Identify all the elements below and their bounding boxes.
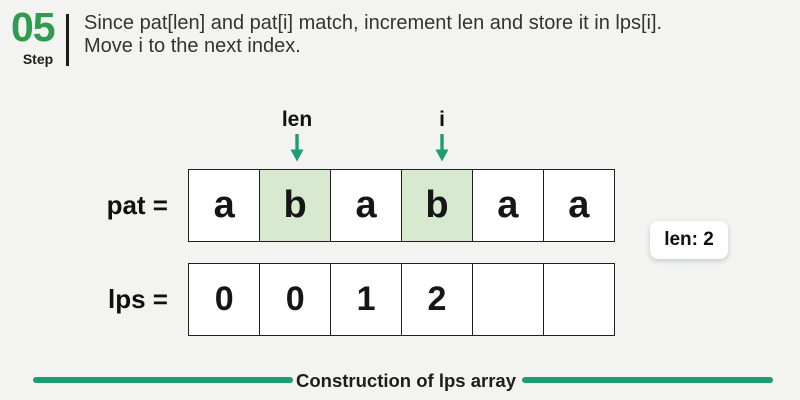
- footer-title: Construction of lps array: [296, 370, 516, 391]
- pointer-len-label: len: [281, 108, 313, 131]
- array-cell: 2: [400, 263, 474, 336]
- array-cell: a: [542, 169, 616, 242]
- len-value-badge: len: 2: [650, 221, 728, 259]
- down-arrow-icon: [435, 134, 449, 162]
- header-divider: [66, 14, 69, 66]
- pointer-len: len: [257, 109, 337, 162]
- down-arrow-icon: [290, 134, 304, 162]
- array-cell: 1: [329, 263, 403, 336]
- step-description-line1: Since pat[len] and pat[i] match, increme…: [84, 12, 663, 34]
- lps-array-label: lps =: [108, 284, 168, 314]
- step-description-line2: Move i to the next index.: [84, 35, 301, 57]
- array-cell: a: [329, 169, 403, 242]
- pointer-i: i: [402, 109, 482, 162]
- footer-right-rule: [522, 377, 773, 383]
- pat-array-label: pat =: [106, 190, 168, 220]
- array-cell: b: [400, 169, 474, 242]
- array-cell: a: [188, 169, 261, 242]
- pointer-i-label: i: [439, 108, 445, 131]
- footer-left-rule: [33, 377, 293, 383]
- array-cell: b: [258, 169, 332, 242]
- step-label: Step: [22, 51, 54, 67]
- array-cell: 0: [258, 263, 332, 336]
- array-cell: 0: [188, 263, 261, 336]
- step-number: 05: [11, 4, 56, 50]
- array-cell: [542, 263, 616, 336]
- array-cell: a: [471, 169, 545, 242]
- step-description: Since pat[len] and pat[i] match, increme…: [84, 12, 784, 58]
- array-cell: [471, 263, 545, 336]
